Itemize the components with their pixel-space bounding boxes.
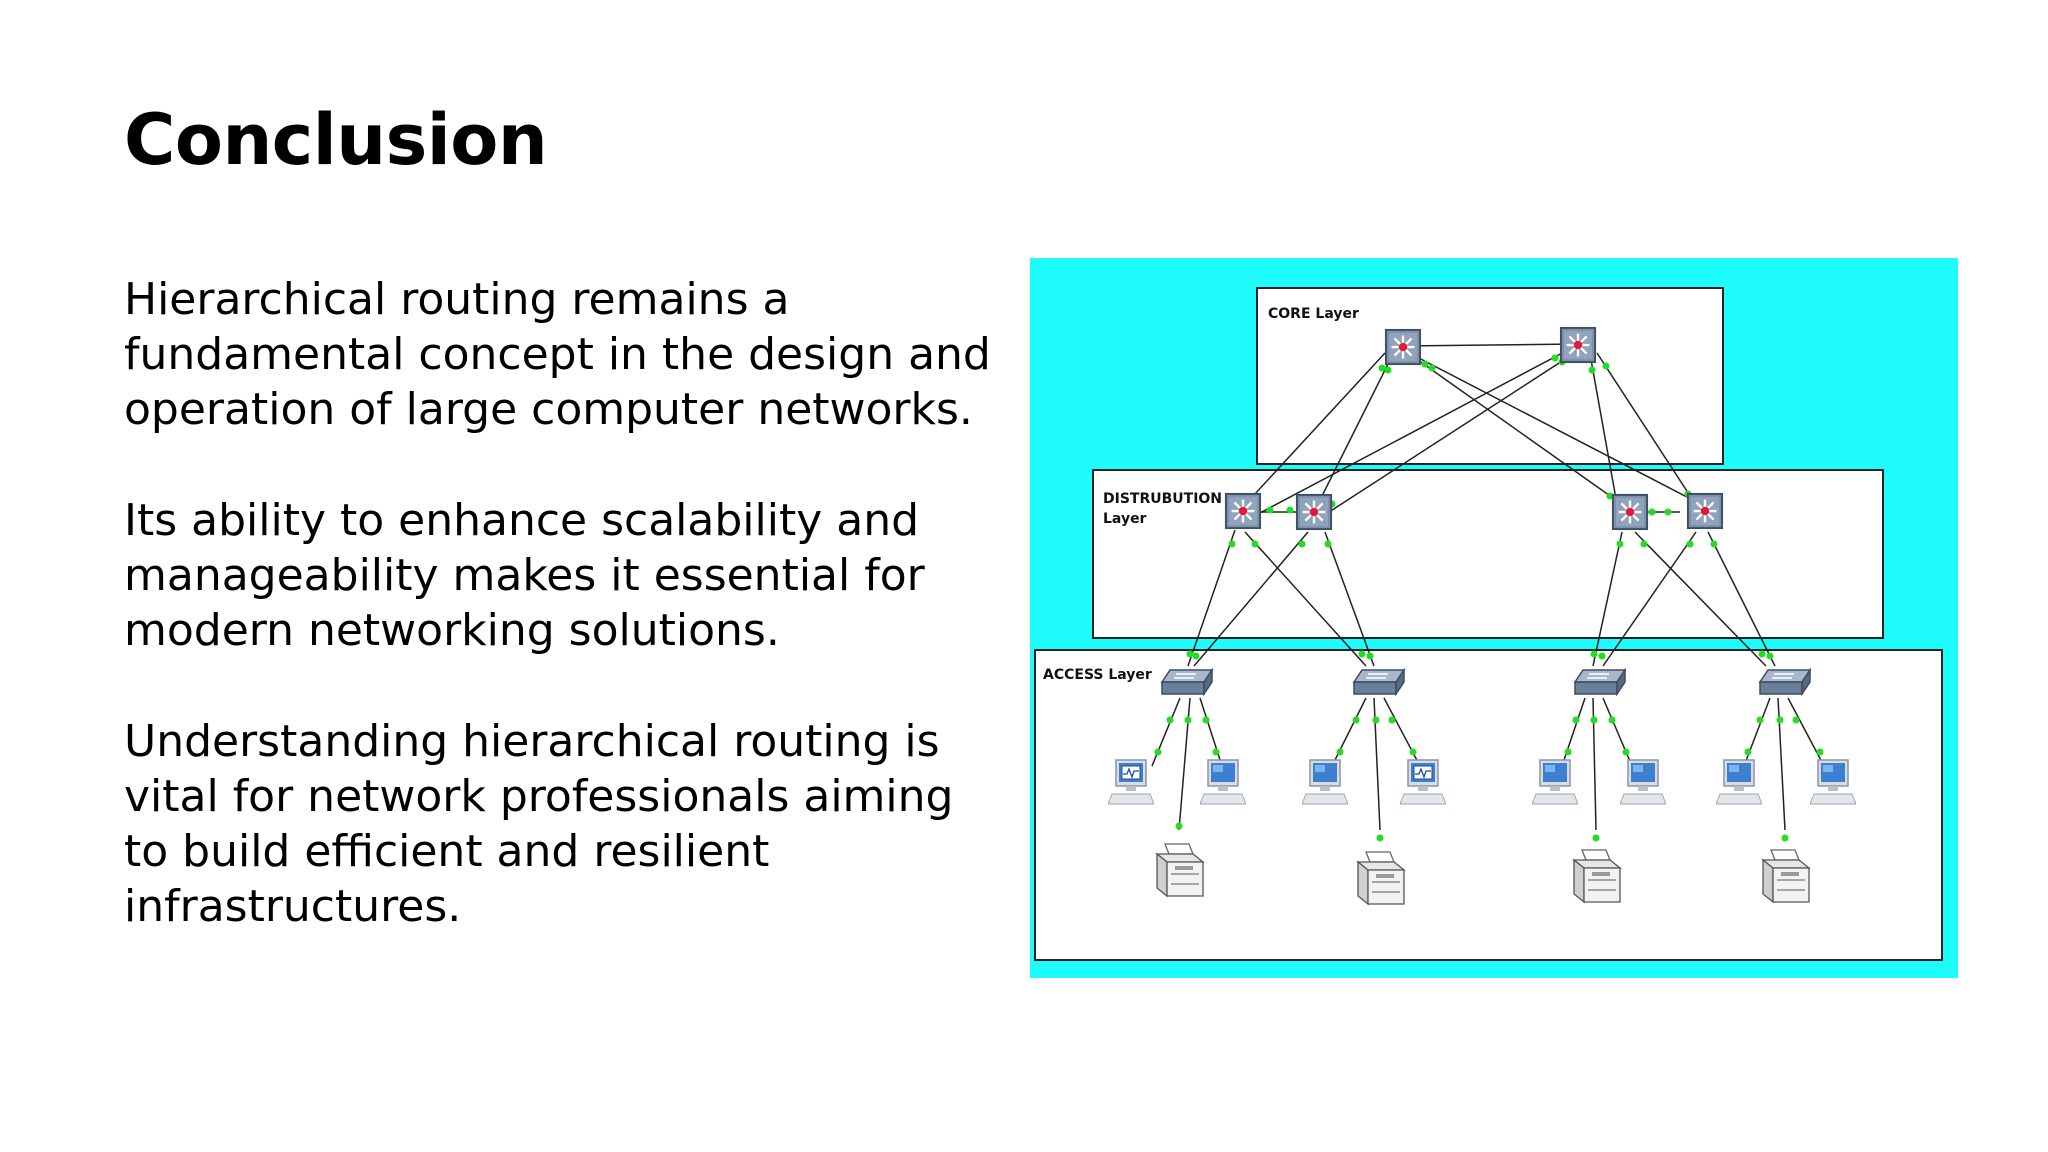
- paragraph-3: Understanding hierarchical routing is vi…: [124, 716, 954, 932]
- access-switch-2: [1353, 669, 1405, 695]
- distribution-switch-4: [1686, 492, 1724, 530]
- access-switch-3: [1574, 669, 1626, 695]
- access-layer-box: [1034, 649, 1943, 961]
- core-switch-1: [1384, 328, 1422, 366]
- network-diagram-svg: CORE Layer DISTRUBUTION Layer ACCESS Lay…: [1034, 287, 1943, 961]
- core-layer-box: [1256, 287, 1724, 465]
- core-layer-label: CORE Layer: [1268, 306, 1359, 322]
- access-switch-1: [1161, 669, 1213, 695]
- paragraph-1: Hierarchical routing remains a fundament…: [124, 274, 991, 435]
- access-layer-label: ACCESS Layer: [1043, 667, 1152, 683]
- network-diagram: CORE Layer DISTRUBUTION Layer ACCESS Lay…: [1030, 258, 1958, 978]
- distribution-layer-label: DISTRUBUTION: [1103, 491, 1222, 507]
- slide-title: Conclusion: [124, 99, 548, 181]
- distribution-switch-2: [1295, 493, 1333, 531]
- distribution-switch-3: [1611, 493, 1649, 531]
- paragraph-2: Its ability to enhance scalability and m…: [124, 495, 925, 656]
- core-switch-2: [1559, 326, 1597, 364]
- access-switch-4: [1759, 669, 1811, 695]
- distribution-layer-label-2: Layer: [1103, 511, 1147, 527]
- distribution-layer-box: [1092, 469, 1884, 639]
- distribution-switch-1: [1224, 492, 1262, 530]
- slide-body: Hierarchical routing remains a fundament…: [124, 272, 1004, 990]
